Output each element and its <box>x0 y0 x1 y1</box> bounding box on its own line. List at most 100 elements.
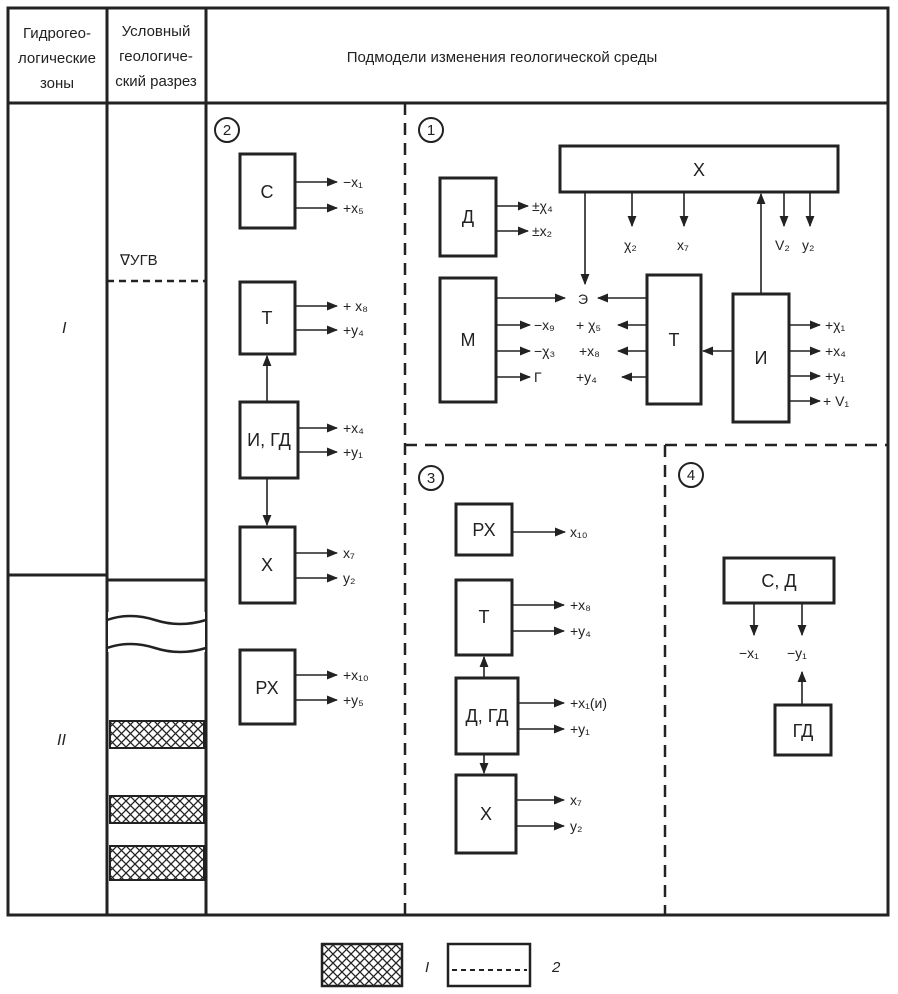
connection-arrows <box>496 192 822 406</box>
output-label: y₂ <box>343 570 355 586</box>
output-label: −χ₃ <box>534 343 555 359</box>
legend-label: I <box>425 959 429 976</box>
output-label: +x₁(и) <box>570 695 607 711</box>
block-label: РХ <box>472 520 495 540</box>
output-label: +y₁ <box>343 444 363 460</box>
submodel-number-circle <box>418 117 444 143</box>
header-col3: Подмодели изменения геологической среды <box>347 49 658 66</box>
block-label: С, Д <box>761 571 796 591</box>
header-col2-line2: геологиче- <box>119 48 193 65</box>
output-label: y₂ <box>570 818 582 834</box>
block-x <box>238 525 297 605</box>
block-rx <box>454 502 514 557</box>
block-d-gd <box>454 676 520 756</box>
block-label: М <box>461 330 476 350</box>
zone-1-label: I <box>62 320 67 337</box>
submodel-borders <box>403 103 888 915</box>
output-label: +x₄ <box>343 420 364 436</box>
hatched-layer <box>109 795 205 824</box>
output-label: + χ₅ <box>576 317 601 333</box>
block-c-d <box>722 556 836 605</box>
block-label: С <box>261 182 274 202</box>
output-label: −y₁ <box>787 645 807 661</box>
outer-border <box>6 6 890 917</box>
output-arrows <box>262 177 339 705</box>
table-frame <box>6 6 890 917</box>
block-label: И <box>755 348 768 368</box>
output-label: χ₂ <box>624 237 637 253</box>
header-col1-line1: Гидрогео- <box>23 25 91 42</box>
hatched-layer <box>109 845 205 881</box>
submodel-number-circle <box>678 462 704 488</box>
section-break-gap <box>108 612 205 652</box>
header: Гидрогео- логические зоны Условный геоло… <box>18 23 657 92</box>
output-label: +y₅ <box>343 692 364 708</box>
block-label: Т <box>479 607 490 627</box>
legend: I 2 <box>320 942 561 988</box>
submodel-number: 3 <box>427 470 435 487</box>
output-label: +y₁ <box>825 368 845 384</box>
output-label: −x₉ <box>534 317 555 333</box>
output-label: +χ₁ <box>825 317 846 333</box>
submodel-number-circle <box>214 117 240 143</box>
header-col2-line1: Условный <box>122 23 191 40</box>
legend-dash-swatch <box>446 942 532 988</box>
submodel-2: 2 С Т И, ГД Х РХ −x₁ +x₅ + <box>214 117 369 726</box>
block-gd <box>773 703 833 757</box>
output-label: ±χ₄ <box>532 198 553 214</box>
block-t <box>454 578 514 657</box>
output-label: +y₁ <box>570 721 590 737</box>
output-label: −x₁ <box>739 645 759 661</box>
output-label: +x₅ <box>343 200 364 216</box>
break-line-top <box>106 614 207 626</box>
output-label: y₂ <box>802 237 814 253</box>
block-d <box>438 176 498 258</box>
output-label: x₇ <box>570 792 582 808</box>
submodel-1: 1 Х Д М Т И <box>418 117 849 424</box>
output-label: +x₈ <box>570 597 591 613</box>
submodel-number-circle <box>418 465 444 491</box>
block-label: Т <box>262 308 273 328</box>
output-label: ±x₂ <box>532 223 552 239</box>
block-label: ГД <box>793 721 814 741</box>
output-label: + x₈ <box>343 298 368 314</box>
output-label: −x₁ <box>343 174 363 190</box>
output-label: +x₈ <box>579 343 600 359</box>
output-label: x₇ <box>677 237 689 253</box>
block-m <box>438 276 498 404</box>
block-label: Х <box>693 160 705 180</box>
block-rx <box>238 648 297 726</box>
header-col2-line3: ский разрез <box>115 73 197 90</box>
output-label: + V₁ <box>823 393 849 409</box>
output-label: V₂ <box>775 237 790 253</box>
break-line-bottom <box>106 642 207 654</box>
block-label: РХ <box>255 678 278 698</box>
block-c <box>238 152 297 230</box>
block-t <box>238 280 297 356</box>
submodel-number: 2 <box>223 122 231 139</box>
output-label: +y₄ <box>343 322 364 338</box>
legend-label: 2 <box>551 959 561 976</box>
submodel-4: 4 С, Д ГД −x₁ −y₁ <box>678 462 836 757</box>
block-x-top <box>558 144 840 194</box>
header-col1-line3: зоны <box>40 75 74 92</box>
output-label: +x₁₀ <box>343 667 369 683</box>
water-table-label: ∇УГВ <box>119 252 158 269</box>
header-col1-line2: логические <box>18 50 96 67</box>
submodel-number: 1 <box>427 122 435 139</box>
output-label: x₇ <box>343 545 355 561</box>
submodel-number: 4 <box>687 467 695 484</box>
block-label: Д <box>462 207 474 227</box>
output-label: x₁₀ <box>570 524 588 540</box>
connection-arrows <box>749 603 807 705</box>
output-label: +y₄ <box>570 623 591 639</box>
block-label: Д, ГД <box>466 706 509 726</box>
submodel-3: 3 РХ Т Д, ГД Х x₁₀ +x₈ +y₄ +x₁(и) +y₁ x₇… <box>418 465 607 855</box>
block-label: Т <box>669 330 680 350</box>
output-label: +y₄ <box>576 369 597 385</box>
block-label: И, ГД <box>247 430 291 450</box>
zone-2-label: II <box>57 732 66 749</box>
legend-hatch-swatch <box>320 942 404 988</box>
block-t <box>645 273 703 406</box>
